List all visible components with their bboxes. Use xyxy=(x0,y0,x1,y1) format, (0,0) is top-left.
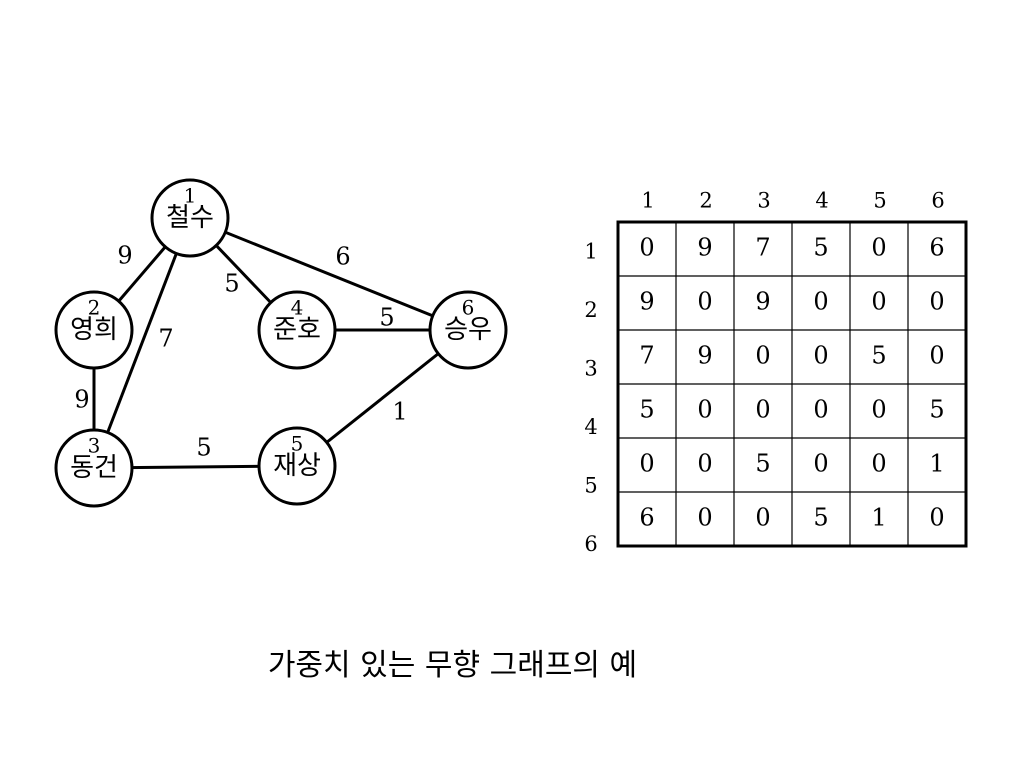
matrix-cell: 0 xyxy=(639,450,654,478)
matrix-cell: 6 xyxy=(639,504,654,532)
matrix-cell: 9 xyxy=(639,288,654,316)
matrix-cell: 0 xyxy=(871,396,886,424)
node-index-label: 2 xyxy=(88,296,101,320)
matrix-cell: 0 xyxy=(813,288,828,316)
matrix-cell: 0 xyxy=(813,342,828,370)
matrix-col-header: 5 xyxy=(873,189,886,213)
node-name-label: 동건 xyxy=(70,453,118,483)
node-name-label: 승우 xyxy=(444,315,492,345)
matrix-col-header: 3 xyxy=(757,189,770,213)
matrix-cell: 1 xyxy=(929,450,944,478)
matrix-cell: 0 xyxy=(697,288,712,316)
edge-weight-4-6: 5 xyxy=(379,304,394,332)
matrix-col-header: 4 xyxy=(815,189,828,213)
matrix-row-header: 6 xyxy=(584,532,597,556)
node-circle xyxy=(257,290,337,370)
matrix-cell: 9 xyxy=(697,342,712,370)
node-index-label: 5 xyxy=(291,432,304,456)
matrix-cell: 5 xyxy=(755,450,770,478)
matrix-col-header: 2 xyxy=(699,189,712,213)
matrix-cell: 0 xyxy=(755,396,770,424)
matrix-cell: 0 xyxy=(697,504,712,532)
edge-weight-3-5: 5 xyxy=(196,434,211,462)
matrix-cell: 0 xyxy=(813,396,828,424)
matrix-row-header: 1 xyxy=(584,240,597,264)
matrix-cell: 9 xyxy=(697,234,712,262)
edge-weight-1-2: 9 xyxy=(117,242,132,270)
node-index-label: 1 xyxy=(184,184,197,208)
matrix-cell: 0 xyxy=(639,234,654,262)
edge-weight-1-6: 6 xyxy=(335,243,350,271)
edge-weight-1-3: 7 xyxy=(158,325,173,353)
graph-node-4: 4준호 xyxy=(257,290,337,370)
node-circle xyxy=(257,426,337,506)
matrix-cell: 7 xyxy=(639,342,654,370)
matrix-cell: 0 xyxy=(929,342,944,370)
matrix-row-header: 5 xyxy=(584,474,597,498)
matrix-cell: 0 xyxy=(697,396,712,424)
matrix-cell: 5 xyxy=(871,342,886,370)
matrix-row-header: 3 xyxy=(584,357,597,381)
graph-node-2: 2영희 xyxy=(54,290,134,370)
node-name-label: 준호 xyxy=(273,315,321,345)
matrix-col-header: 1 xyxy=(641,189,654,213)
edge-1-6 xyxy=(189,216,469,332)
graph-node-5: 5재상 xyxy=(257,426,337,506)
node-circle xyxy=(150,178,230,258)
matrix-cell: 0 xyxy=(871,234,886,262)
matrix-col-header: 6 xyxy=(931,189,944,213)
node-index-label: 3 xyxy=(88,434,101,458)
edge-1-3 xyxy=(92,217,192,469)
node-circle xyxy=(428,290,508,370)
matrix-cell: 1 xyxy=(871,504,886,532)
matrix-cell: 0 xyxy=(929,288,944,316)
graph-node-1: 1철수 xyxy=(150,178,230,258)
matrix-cell: 9 xyxy=(755,288,770,316)
node-circle xyxy=(54,428,134,508)
edge-weight-2-3: 9 xyxy=(74,386,89,414)
matrix-cell: 0 xyxy=(871,288,886,316)
matrix-row-header: 4 xyxy=(584,415,597,439)
matrix-cell: 5 xyxy=(929,396,944,424)
node-index-label: 4 xyxy=(291,296,304,320)
matrix-cell: 0 xyxy=(697,450,712,478)
matrix-cell: 0 xyxy=(755,504,770,532)
node-index-label: 6 xyxy=(462,296,475,320)
node-name-label: 철수 xyxy=(166,203,214,233)
edge-weight-1-4: 5 xyxy=(224,270,239,298)
graph-node-3: 3동건 xyxy=(54,428,134,508)
matrix-cell: 0 xyxy=(929,504,944,532)
matrix-cell: 7 xyxy=(755,234,770,262)
node-name-label: 영희 xyxy=(70,315,118,345)
matrix-cell: 5 xyxy=(813,234,828,262)
matrix-row-header: 2 xyxy=(584,298,597,322)
matrix-cell: 0 xyxy=(813,450,828,478)
matrix-cell: 5 xyxy=(639,396,654,424)
matrix-cell: 6 xyxy=(929,234,944,262)
matrix-cell: 0 xyxy=(755,342,770,370)
node-circle xyxy=(54,290,134,370)
matrix-cell: 5 xyxy=(813,504,828,532)
edge-weight-5-6: 1 xyxy=(392,398,407,426)
adjacency-matrix: 1 2 3 4 5 6 1 2 3 4 5 6 0 9 7 5 0 6 9 0 9 0 0 0 7 9 0 0 5 0 5 0 0 0 0 5 0 0 5 0… xyxy=(584,189,968,556)
diagram-caption: 가중치 있는 무향 그래프의 예 xyxy=(267,648,638,683)
graph-node-6: 6승우 xyxy=(428,290,508,370)
matrix-cell: 0 xyxy=(871,450,886,478)
node-name-label: 재상 xyxy=(273,451,321,481)
